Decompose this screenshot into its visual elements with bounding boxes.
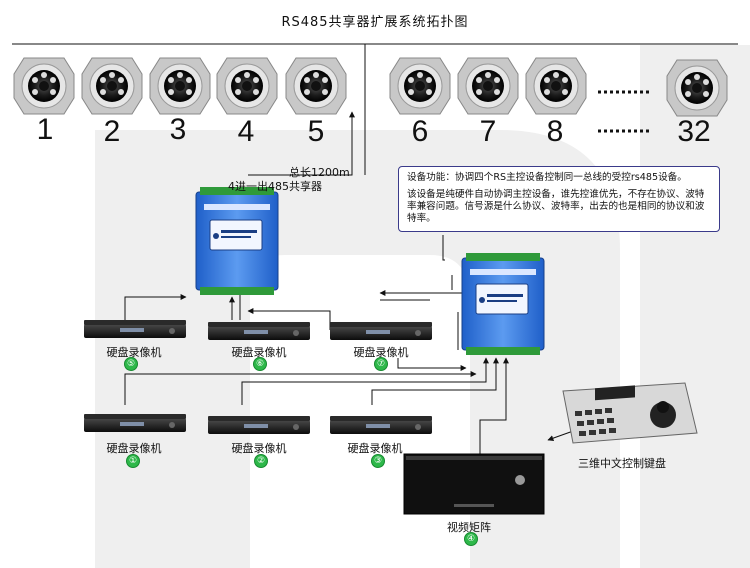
dvr-badge-1: ① (126, 454, 140, 468)
dvr-units (84, 320, 432, 434)
camera-icon (13, 57, 75, 115)
camera-number-5: 5 (307, 115, 325, 148)
watermark-logo (95, 45, 750, 568)
dvr-badge-6: ⑥ (253, 357, 267, 371)
matrix-badge: ④ (464, 532, 478, 546)
camera-icon (457, 57, 519, 115)
camera-number-4: 4 (237, 115, 255, 148)
video-matrix-device (403, 453, 545, 515)
dvr-label-2: 硬盘录像机 (231, 442, 287, 455)
device-function-box: 设备功能：协调四个RS主控设备控制同一总线的受控rs485设备。 该设备是纯硬件… (398, 166, 720, 232)
dvr-icon (208, 322, 310, 340)
camera-icon (216, 57, 278, 115)
dvr-label-1: 硬盘录像机 (106, 442, 162, 455)
dvr-icon (330, 322, 432, 340)
camera-number-32: 32 (677, 115, 711, 148)
dvr-badge-5: ⑤ (124, 357, 138, 371)
sharer-device-2 (461, 253, 545, 355)
cable-length-label: 总长1200m (289, 166, 350, 179)
camera-icon (149, 57, 211, 115)
dvr-badge-2: ② (254, 454, 268, 468)
diagram-title: RS485共享器扩展系统拓扑图 (281, 15, 469, 30)
dvr-badge-7: ⑦ (374, 357, 388, 371)
camera-row (13, 57, 728, 117)
dvr-icon (84, 414, 186, 432)
camera-number-7: 7 (479, 115, 497, 148)
camera-icon (666, 59, 728, 117)
camera-number-1: 1 (36, 113, 54, 146)
matrix-label: 视频矩阵 (447, 521, 491, 534)
camera-icon (389, 57, 451, 115)
sharer-device-1 (195, 187, 279, 295)
dvr-label-3: 硬盘录像机 (347, 442, 403, 455)
keyboard-label: 三维中文控制键盘 (578, 457, 666, 470)
dvr-label-5: 硬盘录像机 (106, 346, 162, 359)
sharer-label: 4进一出485共享器 (228, 180, 322, 193)
camera-icon (285, 57, 347, 115)
camera-number-2: 2 (103, 115, 121, 148)
device-function-text: 设备功能：协调四个RS主控设备控制同一总线的受控rs485设备。 (407, 172, 687, 183)
camera-number-3: 3 (169, 113, 187, 146)
dvr-badge-3: ③ (371, 454, 385, 468)
dvr-icon (330, 416, 432, 434)
dvr-icon (84, 320, 186, 338)
camera-number-6: 6 (411, 115, 429, 148)
camera-icon (81, 57, 143, 115)
camera-icon (525, 57, 587, 115)
dvr-label-6: 硬盘录像机 (231, 346, 287, 359)
dvr-icon (208, 416, 310, 434)
device-description-text: 该设备是纯硬件自动协调主控设备，谁先控谁优先，不存在协议、波特率兼容问题。信号源… (407, 189, 705, 224)
control-keyboard-device (562, 382, 698, 444)
dvr-label-7: 硬盘录像机 (353, 346, 409, 359)
camera-number-8: 8 (546, 115, 564, 148)
